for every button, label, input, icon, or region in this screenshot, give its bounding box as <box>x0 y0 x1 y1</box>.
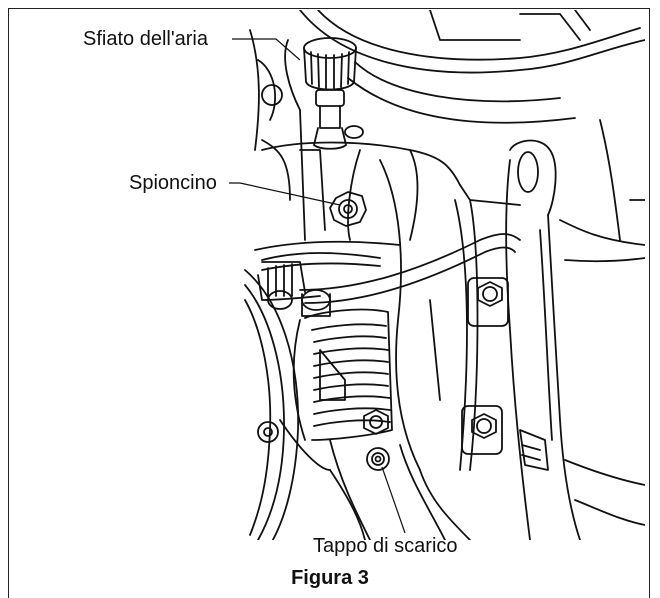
pump-drawing <box>229 10 645 540</box>
air-vent-knob <box>284 37 364 150</box>
pump-body <box>254 141 521 540</box>
callout-drain-plug: Tappo di scarico <box>313 535 458 557</box>
figure-frame <box>8 8 650 598</box>
left-upper-body <box>249 29 306 241</box>
sight-glass-fitting <box>329 191 367 227</box>
leader-air-vent <box>232 38 301 61</box>
right-bolts <box>461 277 509 455</box>
callout-air-vent: Sfiato dell'aria <box>83 28 208 50</box>
callout-sight-glass: Spioncino <box>129 172 217 194</box>
left-flange <box>244 269 299 540</box>
figure-caption: Figura 3 <box>291 567 369 589</box>
lower-bolt <box>363 409 389 435</box>
leader-drain-plug <box>381 466 406 534</box>
upper-housing <box>299 10 645 124</box>
lower-body <box>329 299 446 540</box>
leader-sight-glass <box>229 182 341 206</box>
tube <box>299 233 521 304</box>
drain-plug-fitting <box>366 447 390 471</box>
right-lever <box>505 119 645 540</box>
